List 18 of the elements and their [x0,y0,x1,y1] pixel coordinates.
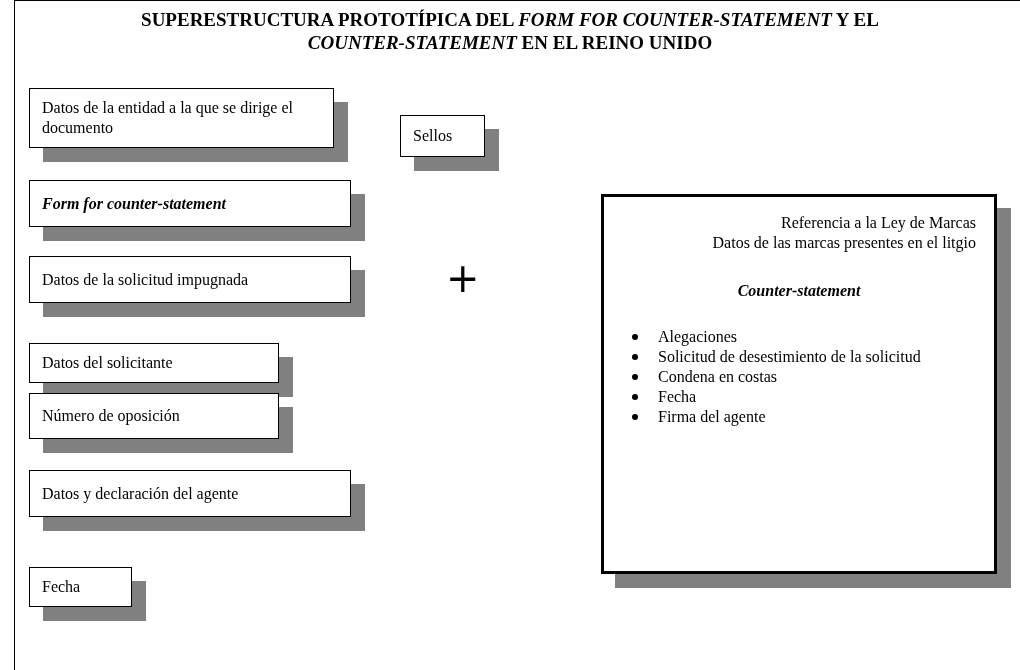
title: SUPERESTRUCTURA PROTOTÍPICA DEL FORM FOR COUNTER-STATEMENT Y EL COUNTER-STATEMENT EN EL REINO UNIDO [140,8,880,54]
box-text: Datos de la solicitud impugnada [42,269,249,290]
bullet-item: Alegaciones [658,327,738,347]
bullet-item: Solicitud de desestimiento de la solicitud [658,347,921,367]
box-text: Datos y declaración del agente [42,483,239,504]
panel-text: Datos de las marcas presentes en el litgio [711,233,976,253]
box-text: Datos de la entidad a la que se dirige el documento [42,98,294,138]
bullet-item: Firma del agente [658,407,766,427]
box-text: Datos del solicitante [42,353,173,373]
panel-text: Referencia a la Ley de Marcas [780,213,976,233]
box-text: Fecha [42,577,81,597]
plus-sign: + [446,258,480,298]
bullet-item: Condena en costas [658,367,778,387]
box-text: Sellos [413,126,453,146]
box-text: Número de oposición [42,406,180,426]
panel-heading: Counter-statement [736,281,862,301]
bullet-item: Fecha [658,387,697,407]
box-text: Form for counter-statement [42,193,226,214]
